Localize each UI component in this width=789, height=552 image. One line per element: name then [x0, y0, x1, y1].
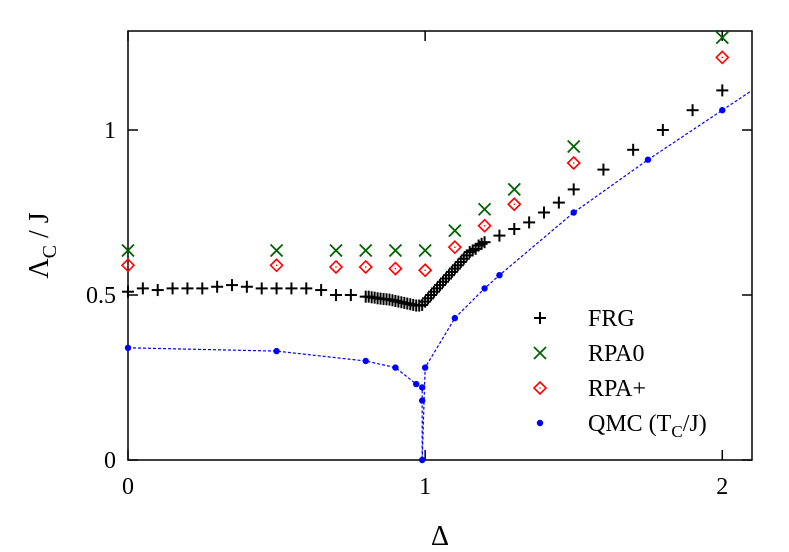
data-point-cross — [715, 30, 729, 45]
data-point-plus — [181, 282, 194, 295]
data-point-dot — [644, 156, 652, 163]
data-point-dot — [719, 107, 726, 114]
y-axis-label: ΛC / J — [24, 212, 61, 278]
x-tick-label: 2 — [716, 474, 728, 500]
data-point-diamond — [120, 258, 136, 273]
data-point-diamond — [507, 197, 522, 212]
data-point-plus — [136, 282, 149, 295]
data-point-cross — [329, 243, 343, 258]
series-diamond — [120, 50, 730, 278]
data-point-dot — [362, 357, 369, 365]
data-point-plus — [211, 280, 224, 293]
data-point-plus — [300, 282, 313, 295]
data-point-cross — [507, 182, 521, 197]
data-point-plus — [475, 237, 488, 250]
data-point-plus — [330, 289, 342, 301]
data-point-cross — [121, 243, 135, 258]
data-point-diamond — [477, 218, 492, 233]
data-point-plus — [493, 229, 506, 242]
data-point-plus — [567, 183, 580, 196]
data-point-plus — [270, 282, 283, 295]
data-point-plus — [255, 282, 268, 295]
x-tick-label: 0 — [122, 474, 134, 500]
axis-ticks: 0 1 2 0 0.5 1 — [86, 31, 752, 500]
legend-marker-diamond — [532, 380, 548, 396]
data-point-cross — [388, 243, 403, 258]
data-point-plus — [151, 284, 164, 297]
data-point-dot — [392, 364, 399, 371]
y-tick-label: 0 — [104, 448, 116, 474]
plot-frame — [127, 30, 753, 461]
legend-marker-dot — [536, 419, 544, 427]
data-point-plus — [716, 84, 729, 97]
data-point-dot — [124, 344, 132, 351]
data-point-plus — [166, 282, 179, 295]
legend-label: FRG — [588, 306, 635, 332]
data-point-plus — [552, 196, 565, 209]
legend-label: QMC (TC/J) — [588, 411, 707, 441]
data-point-plus — [538, 206, 550, 219]
data-point-plus — [656, 124, 669, 136]
data-point-cross — [477, 202, 492, 216]
data-point-plus — [122, 285, 134, 298]
data-point-plus — [285, 282, 298, 295]
data-point-plus — [597, 163, 610, 176]
series-dot — [124, 89, 753, 464]
series-layer — [120, 30, 753, 464]
data-point-plus — [523, 216, 536, 229]
data-point-diamond — [447, 240, 462, 255]
data-point-dot — [413, 380, 420, 388]
data-point-dot — [481, 285, 488, 292]
data-point-dot — [496, 272, 503, 279]
data-point-cross — [567, 139, 581, 154]
data-point-diamond — [358, 259, 373, 275]
data-point-dot — [418, 456, 426, 464]
data-point-plus — [686, 104, 699, 117]
data-point-dot — [273, 347, 280, 355]
series-plus — [122, 84, 729, 312]
data-point-diamond — [388, 261, 403, 276]
data-point-diamond — [328, 259, 344, 275]
y-tick-label: 1 — [104, 118, 116, 144]
data-point-cross — [418, 243, 432, 258]
data-point-dot — [418, 384, 426, 391]
legend-marker-plus — [534, 312, 546, 324]
data-point-plus — [315, 284, 328, 297]
data-point-plus — [478, 236, 491, 249]
qmc-line-extension — [721, 89, 753, 111]
x-tick-label: 1 — [419, 474, 431, 500]
data-point-plus — [196, 282, 209, 295]
data-point-plus — [226, 279, 238, 292]
data-point-dot — [421, 364, 429, 371]
data-point-dot — [570, 209, 577, 216]
x-axis-label: Δ — [431, 521, 449, 552]
legend-label: RPA+ — [588, 376, 646, 402]
data-point-plus — [240, 280, 253, 293]
data-point-dot — [418, 397, 426, 404]
data-point-plus — [508, 223, 521, 235]
data-point-cross — [359, 243, 373, 258]
data-point-plus — [627, 143, 640, 156]
legend-label: RPA0 — [588, 341, 644, 367]
data-point-diamond — [566, 155, 581, 171]
data-point-diamond — [715, 50, 730, 65]
data-point-diamond — [418, 263, 433, 278]
data-point-diamond — [269, 258, 284, 273]
data-point-plus — [344, 289, 357, 301]
data-point-dot — [451, 314, 459, 322]
series-cross — [121, 30, 729, 258]
legend-marker-cross — [533, 346, 547, 360]
y-tick-label: 0.5 — [86, 283, 116, 309]
data-point-cross — [448, 224, 462, 238]
qmc-line — [127, 109, 723, 461]
data-point-cross — [269, 243, 284, 258]
